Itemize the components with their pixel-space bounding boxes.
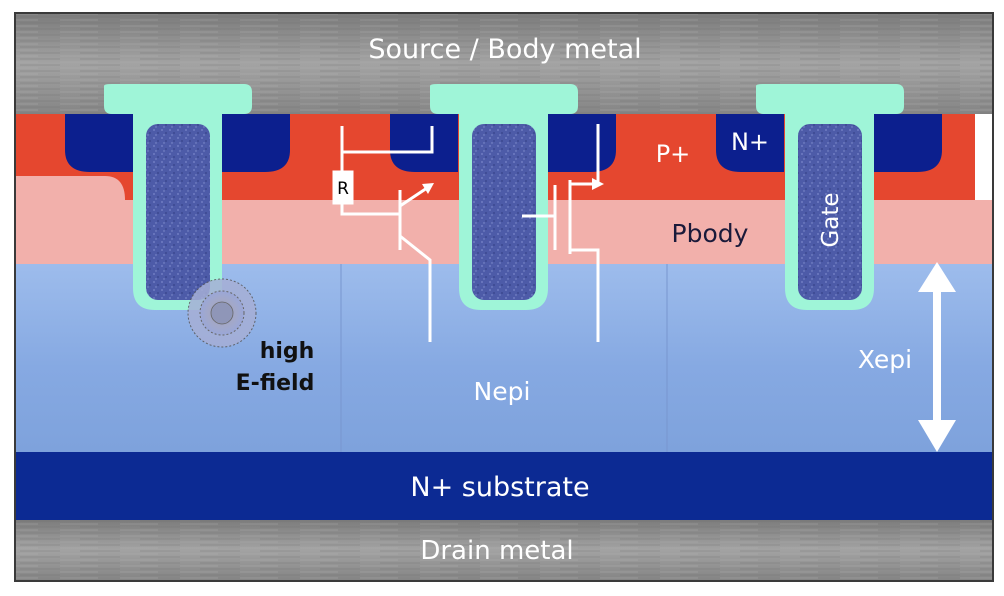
- pplus-pockets: [16, 176, 125, 200]
- p-plus-label: P+: [656, 140, 691, 168]
- substrate-label: N+ substrate: [410, 472, 589, 503]
- trench-gate-2: [430, 84, 578, 310]
- trench-gate-1: [104, 84, 252, 310]
- pbody-label: Pbody: [672, 219, 749, 248]
- high-efield-marker: [187, 278, 257, 348]
- n-plus-label: N+: [731, 128, 769, 156]
- mosfet-symbol: [522, 124, 604, 342]
- drain-metal-layer: [16, 520, 992, 580]
- resistor-symbol: [332, 170, 354, 205]
- nepi-label: Nepi: [474, 377, 531, 406]
- source-metal-label: Source / Body metal: [368, 34, 641, 65]
- resistor-label: R: [337, 179, 349, 199]
- trench-gate-3: [756, 84, 904, 310]
- xepi-double-arrow: [918, 262, 956, 452]
- high-efield-label-line1: high: [260, 339, 315, 364]
- xepi-label: Xepi: [858, 345, 912, 374]
- high-efield-label-line2: E-field: [236, 371, 315, 396]
- substrate-layer: [16, 452, 992, 520]
- gate-label: Gate: [818, 192, 844, 247]
- parasitic-bjt-symbol: [340, 126, 434, 342]
- drain-metal-label: Drain metal: [420, 536, 573, 566]
